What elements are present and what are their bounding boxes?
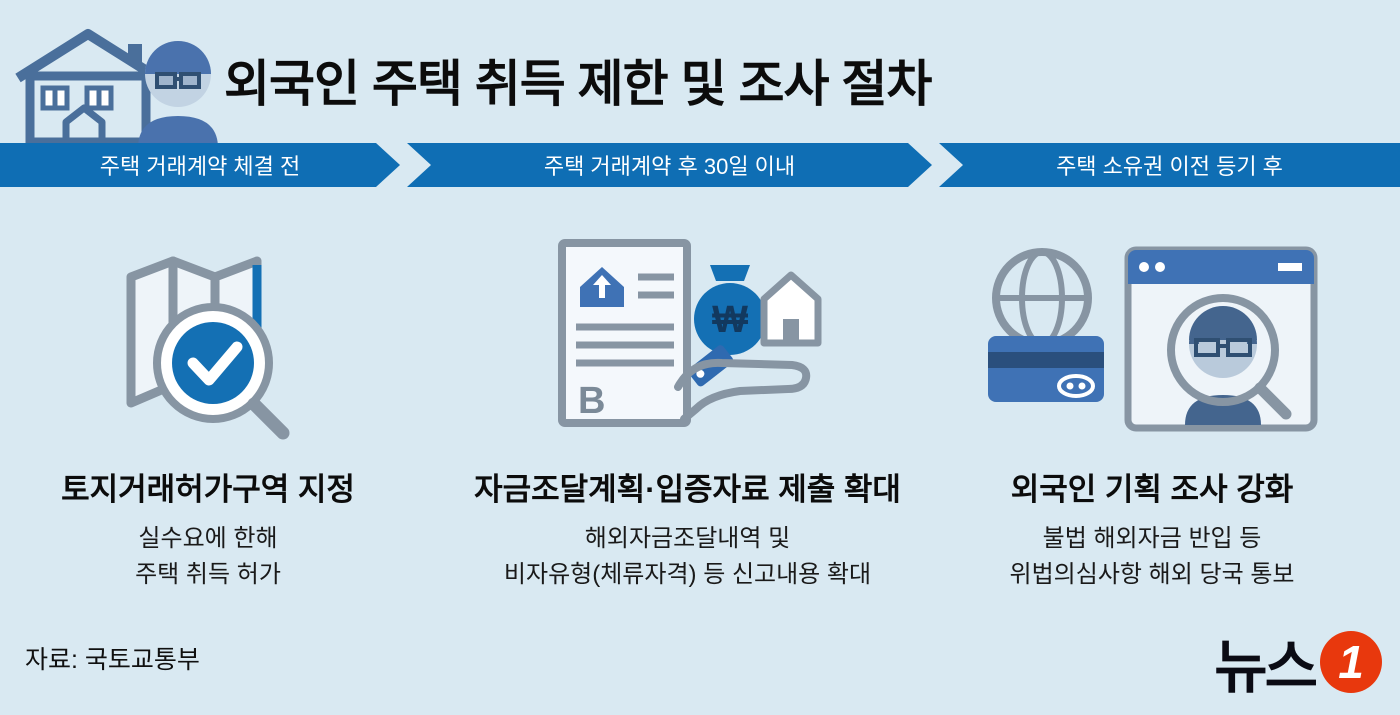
timeline-step-2-label: 주택 거래계약 후 30일 이내 — [543, 154, 796, 179]
column-subtext: 실수요에 한해 주택 취득 허가 — [18, 521, 398, 593]
svg-text:B: B — [578, 380, 605, 422]
source-credit: 자료: 국토교통부 — [25, 646, 200, 674]
subtext-line: 주택 취득 허가 — [135, 561, 281, 588]
svg-text:₩: ₩ — [712, 299, 748, 341]
column-subtext: 해외자금조달내역 및 비자유형(체류자격) 등 신고내용 확대 — [415, 521, 960, 593]
timeline-step-1: 주택 거래계약 체결 전 — [0, 143, 400, 187]
subtext-line: 실수요에 한해 — [138, 525, 278, 552]
subtext-line: 해외자금조달내역 및 — [584, 525, 791, 552]
map-magnifier-icon — [18, 222, 398, 440]
column-heading: 토지거래허가구역 지정 — [61, 472, 355, 507]
page-title: 외국인 주택 취득 제한 및 조사 절차 — [224, 56, 932, 112]
column-heading: 자금조달계획·입증자료 제출 확대 — [474, 472, 901, 507]
timeline-step-3: 주택 소유권 이전 등기 후 — [939, 143, 1400, 187]
column-funding-plan: B ₩ 자금조달계획·입증자료 제출 확대 해외자금조달내역 및 비자유형(체류… — [415, 222, 960, 593]
house-person-icon — [10, 20, 225, 153]
news1-logo: 뉴스 1 — [1214, 620, 1382, 704]
globe-card-browser-icon — [952, 222, 1352, 440]
news1-logo-text: 뉴스 — [1214, 635, 1318, 700]
timeline-step-2: 주택 거래계약 후 30일 이내 — [407, 143, 932, 187]
timeline-bar: 주택 거래계약 체결 전 주택 거래계약 후 30일 이내 주택 소유권 이전 … — [0, 143, 1400, 187]
column-investigation: 외국인 기획 조사 강화 불법 해외자금 반입 등 위법의심사항 해외 당국 통… — [952, 222, 1352, 593]
column-land-permit: 토지거래허가구역 지정 실수요에 한해 주택 취득 허가 — [18, 222, 398, 593]
subtext-line: 위법의심사항 해외 당국 통보 — [1009, 561, 1295, 588]
column-subtext: 불법 해외자금 반입 등 위법의심사항 해외 당국 통보 — [952, 521, 1352, 593]
column-heading: 외국인 기획 조사 강화 — [1010, 472, 1294, 507]
timeline-step-1-label: 주택 거래계약 체결 전 — [99, 154, 301, 179]
news1-logo-badge: 1 — [1320, 631, 1382, 693]
funding-documents-icon: B ₩ — [415, 222, 960, 440]
subtext-line: 비자유형(체류자격) 등 신고내용 확대 — [503, 561, 872, 588]
subtext-line: 불법 해외자금 반입 등 — [1042, 525, 1262, 552]
timeline-step-3-label: 주택 소유권 이전 등기 후 — [1056, 154, 1283, 179]
